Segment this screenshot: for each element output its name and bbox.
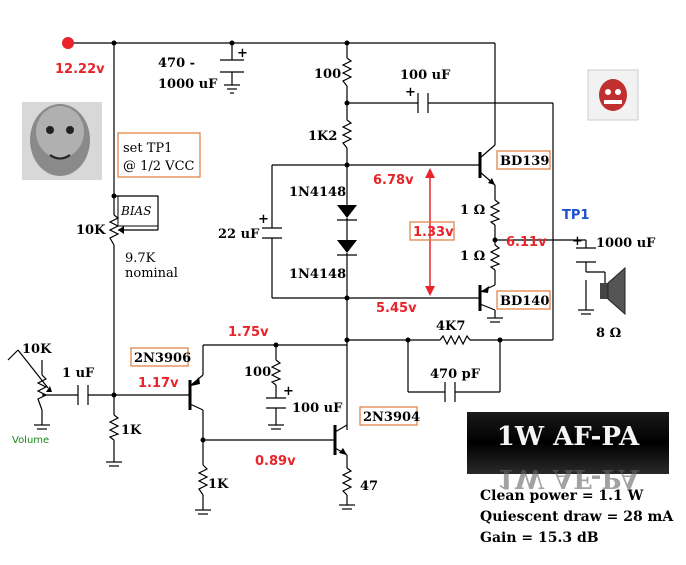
bias-label: BIAS bbox=[120, 204, 151, 218]
speaker-icon bbox=[600, 266, 626, 316]
r-1k-input-label: 1K bbox=[121, 423, 142, 438]
stat-clean-power: Clean power = 1.1 W bbox=[480, 488, 644, 504]
r-bias-label: 10K bbox=[76, 223, 106, 238]
transistor-2n3906 bbox=[188, 374, 204, 411]
diode-shapes bbox=[337, 205, 357, 260]
r-1k2-label: 1K2 bbox=[308, 129, 337, 144]
r-feedback-label: 4K7 bbox=[436, 319, 465, 334]
bootstrap-cap-label: 100 uF bbox=[400, 68, 451, 83]
tp1-note-box bbox=[117, 132, 201, 178]
diode1-label: 1N4148 bbox=[289, 185, 346, 200]
ground-symbols bbox=[34, 309, 594, 515]
v-top-base: 6.78v bbox=[373, 173, 414, 188]
bd139-label: BD139 bbox=[500, 154, 549, 169]
capacitor-shapes: + + + + bbox=[77, 85, 596, 409]
svg-text:+: + bbox=[572, 234, 583, 249]
bias-box bbox=[117, 195, 159, 227]
feedback-cap-label: 470 pF bbox=[430, 367, 481, 382]
volume-label: Volume bbox=[12, 435, 49, 446]
input-cap-label: 1 uF bbox=[62, 366, 95, 381]
v-npn-base: 0.89v bbox=[255, 454, 296, 469]
bd140-label-box bbox=[496, 290, 551, 310]
r-47-label: 47 bbox=[360, 479, 378, 494]
resistor-shapes bbox=[36, 57, 501, 496]
v-pnp-base: 1.17v bbox=[138, 376, 179, 391]
junction-dots bbox=[111, 40, 503, 443]
bias-nominal-line2: nominal bbox=[125, 266, 178, 281]
tp1-note-line1: set TP1 bbox=[123, 141, 172, 156]
speaker-label: 8 Ω bbox=[596, 326, 621, 341]
supply-terminal bbox=[62, 37, 74, 49]
banner-title-reflection: 1W AF-PA bbox=[497, 463, 640, 493]
r-100-stage-label: 100 bbox=[244, 365, 271, 380]
2n3904-label: 2N3904 bbox=[363, 410, 420, 425]
title-banner: 1W AF-PA 1W AF-PA bbox=[467, 412, 669, 493]
tp1-label: TP1 bbox=[562, 208, 589, 223]
bd139-label-box bbox=[496, 150, 551, 170]
svg-text:+: + bbox=[237, 46, 248, 61]
svg-text:+: + bbox=[405, 85, 416, 100]
volume-pot-arrow bbox=[46, 386, 52, 392]
volume-pot-label: 10K bbox=[22, 342, 52, 357]
v-bot-base: 5.45v bbox=[376, 301, 417, 316]
supply-cap-label2: 1000 uF bbox=[158, 77, 218, 92]
bd140-label: BD140 bbox=[500, 294, 549, 309]
r-top-label: 100 bbox=[314, 67, 341, 82]
2n3904-label-box bbox=[359, 406, 418, 426]
vdiff-box bbox=[409, 221, 455, 241]
supply-capacitor: + bbox=[220, 46, 248, 94]
v-pnp-emitter: 1.75v bbox=[228, 325, 269, 340]
supply-voltage: 12.22v bbox=[55, 62, 105, 77]
tp1-note-line2: @ 1/2 VCC bbox=[123, 159, 195, 174]
svg-text:+: + bbox=[283, 384, 294, 399]
portrait-image bbox=[22, 102, 102, 180]
2n3906-label-box bbox=[130, 347, 189, 367]
diode2-label: 1N4148 bbox=[289, 267, 346, 282]
2n3906-label: 2N3906 bbox=[134, 351, 191, 366]
cartoon-icon bbox=[587, 69, 639, 121]
v-diff: 1.33v bbox=[413, 225, 454, 240]
r-emitter-bot-label: 1 Ω bbox=[460, 249, 485, 264]
bias-pot-arrow bbox=[118, 226, 124, 234]
transistor-bd139 bbox=[478, 144, 496, 186]
output-cap-label: 1000 uF bbox=[596, 236, 656, 251]
transistor-bd140 bbox=[478, 284, 503, 323]
stage-cap-label: 100 uF bbox=[292, 401, 343, 416]
banner-title: 1W AF-PA bbox=[497, 422, 640, 452]
supply-cap-label1: 470 - bbox=[158, 56, 195, 71]
bias-nominal-line1: 9.7K bbox=[125, 251, 156, 266]
voltage-diff-arrow bbox=[425, 168, 435, 296]
r-1k-driver-label: 1K bbox=[208, 477, 229, 492]
bias-cap-label: 22 uF bbox=[218, 227, 260, 242]
svg-text:+: + bbox=[258, 212, 269, 227]
v-out: 6.11v bbox=[506, 235, 547, 250]
stat-quiescent: Quiescent draw = 28 mA bbox=[480, 509, 674, 525]
transistor-2n3904 bbox=[333, 424, 348, 456]
r-emitter-top-label: 1 Ω bbox=[460, 203, 485, 218]
stat-gain: Gain = 15.3 dB bbox=[480, 530, 599, 546]
